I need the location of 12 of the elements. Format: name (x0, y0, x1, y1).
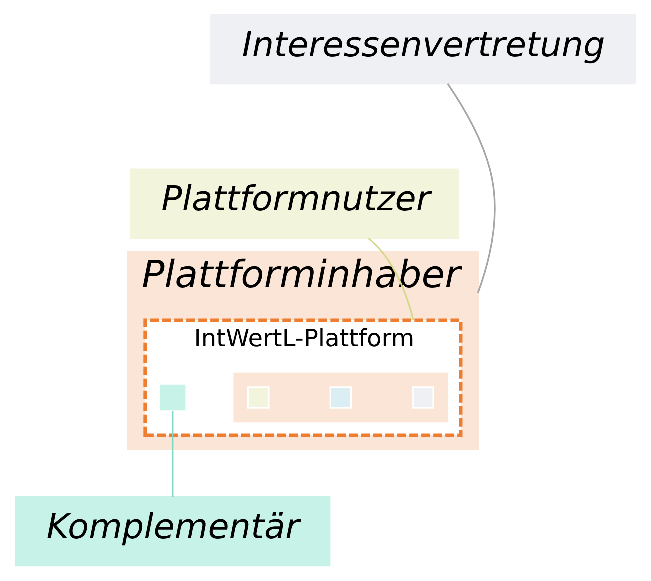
node-box: Komplementär (15, 496, 331, 567)
cluster: IntWertL-Plattform (144, 318, 463, 438)
node-box (330, 386, 352, 409)
node-box (247, 386, 270, 409)
connector (447, 83, 496, 294)
node-box: Interessenvertretung (210, 14, 636, 85)
connector (368, 238, 414, 321)
node-box (158, 383, 188, 412)
cluster (234, 372, 448, 423)
node-box: Plattformnutzer (130, 168, 460, 240)
connector (172, 411, 174, 498)
node-box (412, 386, 434, 409)
